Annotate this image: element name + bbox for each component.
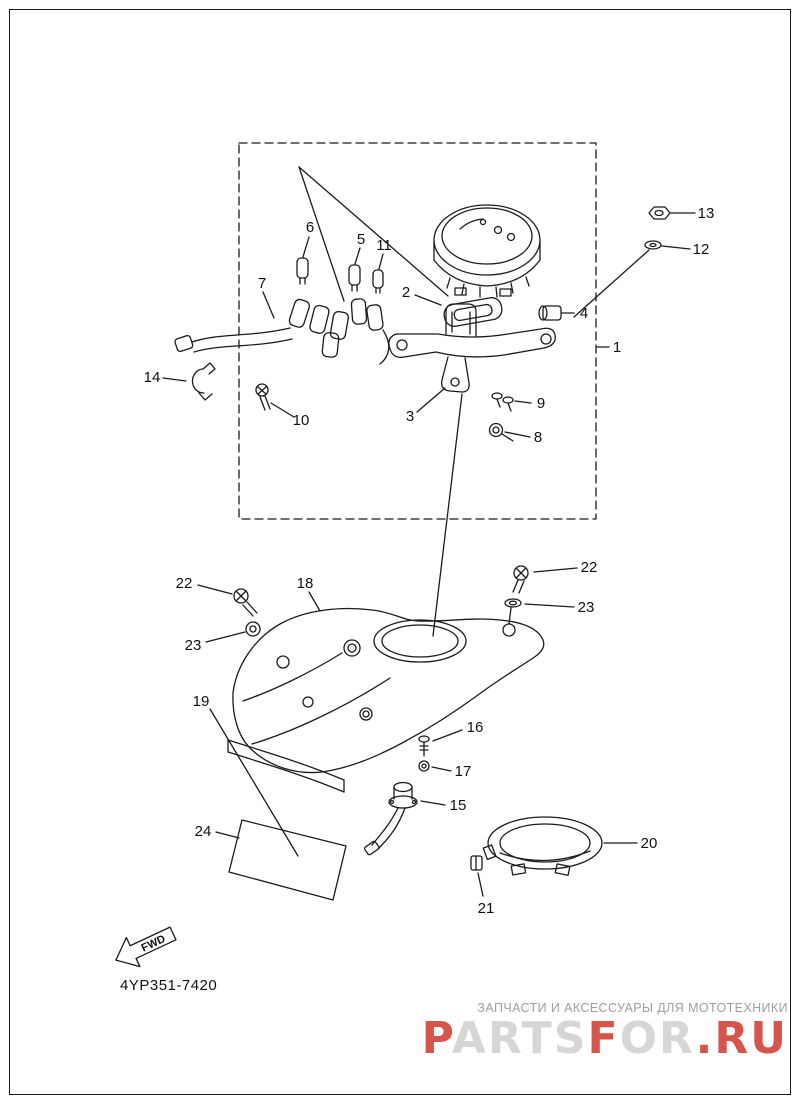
screw-16 xyxy=(418,735,430,757)
clip-21 xyxy=(470,855,483,871)
callout-16: 16 xyxy=(467,719,484,736)
bracket-stay-3 xyxy=(441,356,470,393)
bulb-5 xyxy=(348,264,361,292)
rubber-strip-19 xyxy=(227,739,345,793)
callout-19: 19 xyxy=(193,693,210,710)
callout-3: 3 xyxy=(406,408,414,425)
bulb-11 xyxy=(372,269,384,294)
tank-cover-panel-18 xyxy=(232,607,545,774)
callout-12: 12 xyxy=(693,241,710,258)
watermark-tagline: ЗАПЧАСТИ И АКСЕССУАРЫ ДЛЯ МОТОТЕХНИКИ xyxy=(477,1001,788,1015)
callout-11: 11 xyxy=(376,237,392,254)
grommet-17 xyxy=(418,760,430,772)
callout-2: 2 xyxy=(402,284,410,301)
bolt-8 xyxy=(488,422,514,442)
callout-labels: 1 2 3 4 5 6 7 8 9 10 11 12 13 14 15 16 1… xyxy=(144,205,715,917)
callout-8: 8 xyxy=(534,429,542,446)
callout-4: 4 xyxy=(580,305,588,322)
watermark-brand-segment: ARTS xyxy=(451,1013,588,1064)
washer-23-right xyxy=(504,598,522,625)
callout-7: 7 xyxy=(258,275,266,292)
meter-cover-2 xyxy=(443,297,503,327)
callout-22-left: 22 xyxy=(176,575,193,592)
speedometer-unit xyxy=(433,204,541,298)
callout-23-right: 23 xyxy=(578,599,595,616)
fwd-arrow-icon xyxy=(115,926,177,968)
callout-10: 10 xyxy=(293,412,310,429)
projection-lines xyxy=(298,166,449,302)
leader-lines-top xyxy=(162,212,696,438)
fwd-arrow-label: FWD xyxy=(140,933,168,954)
leader-lines-bottom xyxy=(197,567,638,897)
watermark-brand-segment: .RU xyxy=(695,1013,788,1064)
screw-10 xyxy=(255,383,271,411)
wire-harness-7 xyxy=(174,298,390,365)
watermark: ЗАПЧАСТИ И АКСЕССУАРЫ ДЛЯ МОТОТЕХНИКИ PA… xyxy=(422,1001,788,1061)
screw-pair-9 xyxy=(491,392,514,412)
screw-22-left xyxy=(233,588,258,617)
sensor-15 xyxy=(363,781,418,856)
callout-6: 6 xyxy=(306,219,314,236)
callout-21: 21 xyxy=(478,900,495,917)
callout-23-left: 23 xyxy=(185,637,202,654)
meter-visor-20 xyxy=(482,816,603,877)
callout-17: 17 xyxy=(455,763,472,780)
wire-clamp-14 xyxy=(191,362,216,401)
callout-13: 13 xyxy=(698,205,715,222)
callout-18: 18 xyxy=(297,575,314,592)
callout-14: 14 xyxy=(144,369,161,386)
callout-5: 5 xyxy=(357,231,365,248)
damper-collar-4 xyxy=(538,305,562,321)
watermark-brand: PARTSFOR.RU xyxy=(422,1017,788,1061)
callout-24: 24 xyxy=(195,823,212,840)
nut-13 xyxy=(648,206,671,220)
assembly-boundary-box xyxy=(238,142,597,520)
assembly-to-panel-line xyxy=(432,393,463,637)
meter-bracket-1 xyxy=(388,303,556,358)
watermark-brand-segment: OR xyxy=(619,1013,696,1064)
pad-24 xyxy=(228,819,347,901)
callout-20: 20 xyxy=(641,835,658,852)
grommet-23-left xyxy=(245,621,261,637)
washer-12 xyxy=(644,240,662,250)
callout-9: 9 xyxy=(537,395,545,412)
bulb-6 xyxy=(296,257,309,285)
watermark-brand-segment: F xyxy=(587,1013,620,1064)
callout-22-right: 22 xyxy=(581,559,598,576)
callout-1: 1 xyxy=(613,339,621,356)
callout-15: 15 xyxy=(450,797,467,814)
watermark-brand-segment: P xyxy=(421,1013,452,1064)
screw-22-right xyxy=(512,565,529,594)
part-code: 4YP351-7420 xyxy=(120,977,218,994)
